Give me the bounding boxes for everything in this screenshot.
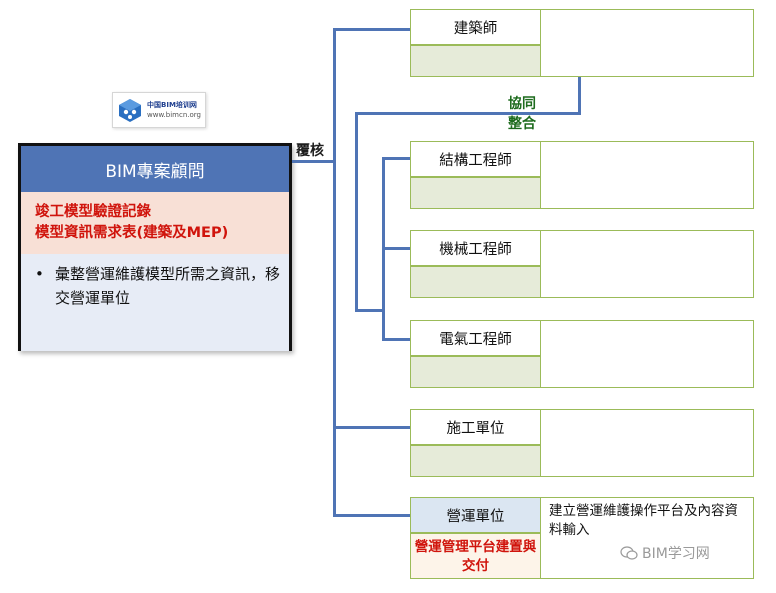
consultant-description: • 彙整營運維護模型所需之資訊，移交營運單位 xyxy=(21,254,289,351)
role-architect-sub xyxy=(410,45,541,77)
connector-coordination-return xyxy=(355,309,384,312)
deliverable-item: 模型資訊需求表(建築及MEP) xyxy=(35,225,229,241)
role-mechanical-engineer: 機械工程師 xyxy=(410,230,541,266)
connector-operations xyxy=(333,514,412,517)
consultant-title: BIM專案顧問 xyxy=(21,146,289,192)
wechat-icon xyxy=(620,546,638,560)
bim-training-logo: 中国BIM培训网 www.bimcn.org xyxy=(112,92,206,128)
role-electrical-engineer: 電氣工程師 xyxy=(410,320,541,356)
watermark-text: BIM学习网 xyxy=(642,546,710,562)
consultant-deliverables: 竣工模型驗證記錄 模型資訊需求表(建築及MEP) xyxy=(21,192,289,254)
role-contractor: 施工單位 xyxy=(410,409,541,445)
consultant-description-text: 彙整營運維護模型所需之資訊，移交營運單位 xyxy=(55,265,281,307)
coordination-label: 協同 整合 xyxy=(508,96,536,132)
role-structural-detail xyxy=(540,141,754,209)
connector-architect-down xyxy=(578,77,581,114)
connector-main-trunk xyxy=(333,28,336,516)
connector-structural xyxy=(382,157,412,160)
bim-cube-icon xyxy=(119,99,141,122)
role-contractor-detail xyxy=(540,409,754,477)
role-electrical-detail xyxy=(540,320,754,388)
connector-architect xyxy=(333,28,412,31)
role-structural-sub xyxy=(410,177,541,209)
connector-mechanical xyxy=(382,247,412,250)
role-contractor-sub xyxy=(410,445,541,477)
connector-electrical xyxy=(382,338,412,341)
role-architect: 建築師 xyxy=(410,9,541,45)
role-operations: 營運單位 xyxy=(410,497,541,533)
connector-coordination-top xyxy=(355,112,581,115)
role-electrical-sub xyxy=(410,356,541,388)
role-structural-engineer: 結構工程師 xyxy=(410,141,541,177)
connector-consultant xyxy=(292,160,335,163)
deliverable-item: 竣工模型驗證記錄 xyxy=(35,204,151,220)
role-architect-detail xyxy=(540,9,754,77)
logo-title: 中国BIM培训网 xyxy=(147,101,197,109)
watermark: BIM学习网 xyxy=(620,543,710,563)
role-mechanical-sub xyxy=(410,266,541,298)
logo-url: www.bimcn.org xyxy=(147,111,201,119)
connector-coordination-left xyxy=(355,112,358,311)
connector-contractor xyxy=(333,426,412,429)
review-label: 覆核 xyxy=(296,143,324,159)
bim-consultant-box: BIM專案顧問 竣工模型驗證記錄 模型資訊需求表(建築及MEP) • 彙整營運維… xyxy=(18,143,292,351)
role-mechanical-detail xyxy=(540,230,754,298)
role-operations-sub: 營運管理平台建置與交付 xyxy=(410,533,541,579)
bullet-icon: • xyxy=(35,265,44,283)
role-operations-detail: 建立營運維護操作平台及內容資料輸入 xyxy=(540,497,754,579)
